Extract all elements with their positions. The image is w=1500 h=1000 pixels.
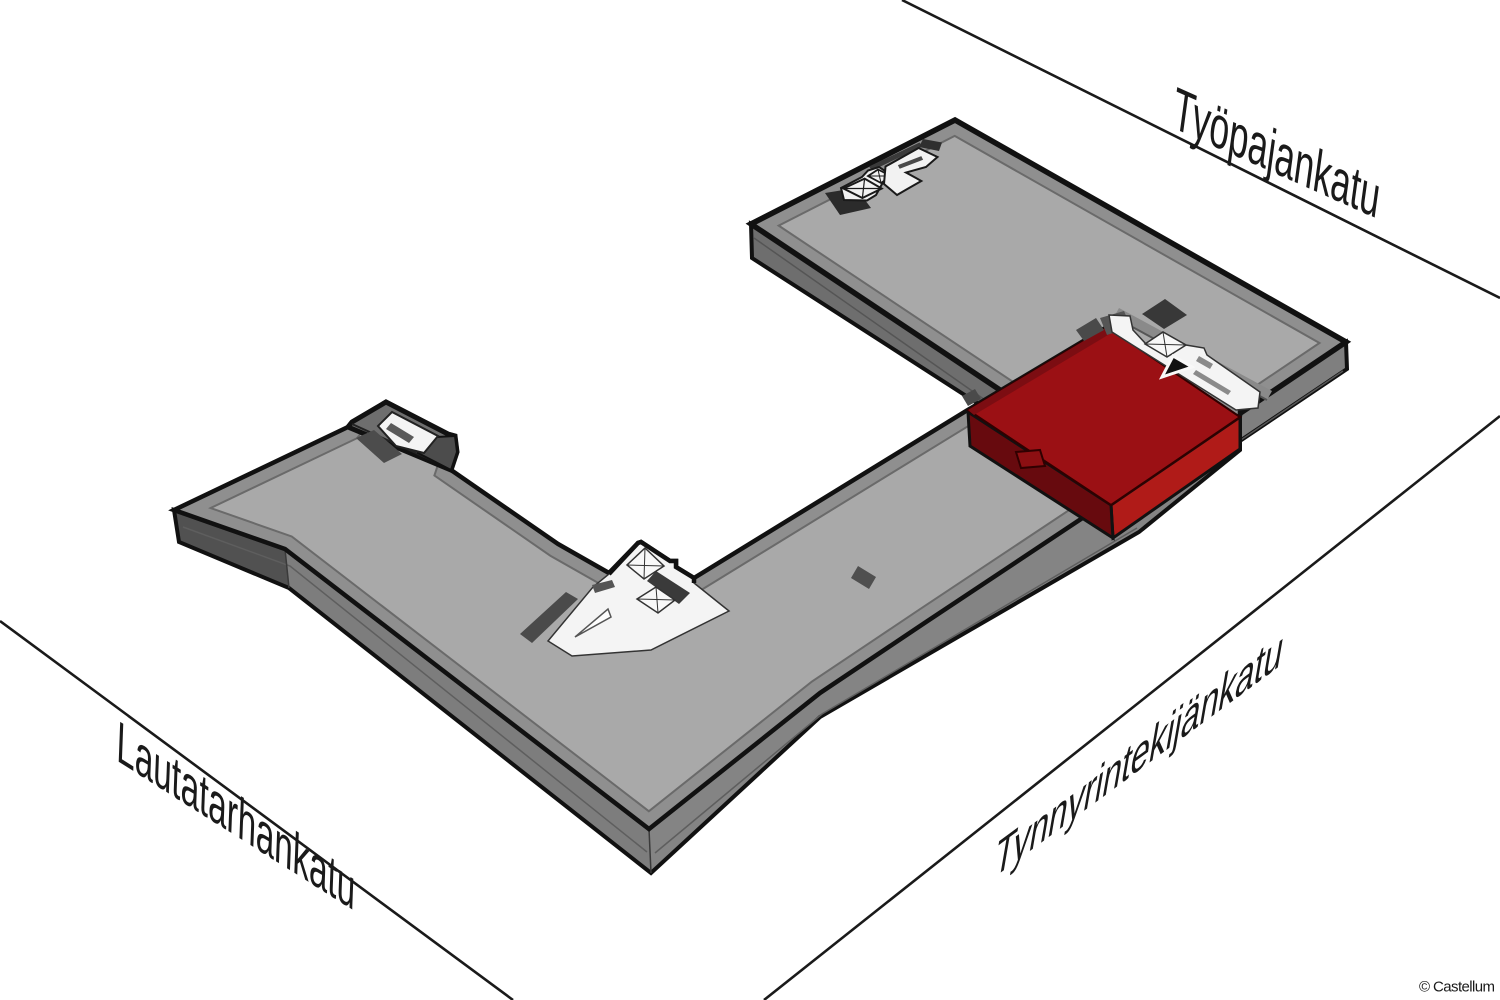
svg-text:© Castellum: © Castellum — [1419, 979, 1495, 996]
svg-text:Tynnyrintekijänkatu: Tynnyrintekijänkatu — [990, 618, 1288, 891]
svg-text:Työpajankatu: Työpajankatu — [1169, 74, 1384, 232]
svg-text:Lautatarhankatu: Lautatarhankatu — [116, 708, 357, 923]
